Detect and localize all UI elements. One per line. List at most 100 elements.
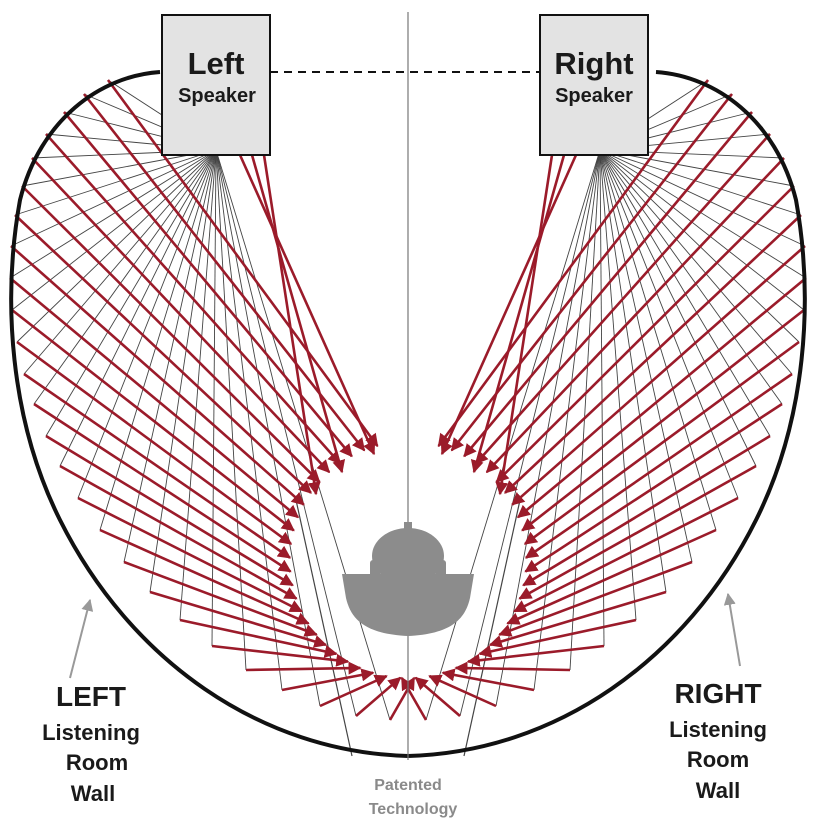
inner-line-left xyxy=(295,499,353,757)
incident-line-right xyxy=(569,149,601,671)
reflected-ray-left xyxy=(14,214,312,494)
left-wall-line4: Wall xyxy=(71,781,115,806)
right-wall-line3: Room xyxy=(687,747,749,772)
reflected-ray-right xyxy=(504,214,802,494)
reflected-ray-right xyxy=(441,668,535,692)
reflected-ray-right xyxy=(522,434,771,587)
reflected-ray-right xyxy=(524,402,783,573)
footer-line2: Technology xyxy=(369,801,458,818)
right-wall-pointer xyxy=(723,592,741,667)
incident-line-left xyxy=(33,149,217,405)
incident-line-right xyxy=(599,149,802,216)
incident-line-right xyxy=(599,149,739,499)
incident-line-right xyxy=(599,149,757,467)
reflected-ray-left xyxy=(45,434,294,587)
incident-line-right xyxy=(599,149,793,375)
reflected-ray-left xyxy=(31,157,331,474)
reflected-ray-left xyxy=(179,618,338,658)
right-speaker-title: Right xyxy=(554,46,633,81)
reflected-ray-left xyxy=(33,402,292,573)
footer-line1: Patented xyxy=(374,777,442,794)
reflected-ray-left xyxy=(9,277,300,519)
direct-ray-left xyxy=(262,154,321,496)
incident-line-left xyxy=(179,149,217,621)
reflected-ray-left xyxy=(82,93,366,452)
reflected-ray-left xyxy=(59,464,298,600)
reflected-ray-right xyxy=(478,618,637,658)
reflected-ray-left xyxy=(99,528,310,625)
reflected-ray-left xyxy=(106,79,379,448)
incident-line-left xyxy=(11,149,217,311)
left-wall-line1: LEFT xyxy=(56,681,126,712)
right-wall-line2: Listening xyxy=(669,717,767,742)
reflected-ray-right xyxy=(474,133,771,465)
direct-ray-right xyxy=(470,154,566,474)
left-wall-label: LEFT Listening Room Wall xyxy=(42,681,140,806)
listener-figure xyxy=(342,522,474,636)
direct-ray-left xyxy=(238,154,376,456)
reflected-ray-right xyxy=(437,79,710,448)
direct-ray-right xyxy=(440,154,578,456)
reflected-ray-right xyxy=(466,644,605,667)
left-speaker: Left Speaker xyxy=(161,14,271,156)
incident-line-left xyxy=(9,149,217,279)
reflected-ray-right xyxy=(524,372,793,559)
reflected-ray-left xyxy=(123,560,318,637)
reflected-ray-right xyxy=(463,111,753,458)
incident-line-left xyxy=(10,149,217,247)
right-wall-line1: RIGHT xyxy=(674,678,761,709)
reflected-ray-left xyxy=(23,372,292,559)
incident-line-right xyxy=(599,149,637,621)
reflected-ray-left xyxy=(281,668,375,692)
incident-line-left xyxy=(14,149,217,216)
incident-line-left xyxy=(211,149,217,647)
reflected-ray-left xyxy=(16,340,293,546)
reflected-ray-left xyxy=(45,133,342,465)
reflected-ray-right xyxy=(495,185,795,483)
incident-line-right xyxy=(599,149,717,531)
reflected-ray-left xyxy=(11,308,295,532)
reflected-ray-right xyxy=(428,674,497,708)
incident-line-left xyxy=(99,149,217,531)
reflected-ray-right xyxy=(521,308,805,532)
reflected-ray-left xyxy=(211,644,350,667)
reflected-ray-left xyxy=(319,674,388,708)
incident-line-right xyxy=(599,149,807,279)
reflected-ray-right xyxy=(511,245,806,506)
reflected-ray-right xyxy=(506,528,717,625)
reflected-ray-right xyxy=(518,464,757,600)
right-wall-line4: Wall xyxy=(696,778,740,803)
reflected-ray-left xyxy=(21,185,321,483)
reflected-ray-right xyxy=(513,496,739,613)
left-speaker-title: Left xyxy=(188,46,245,81)
incident-line-left xyxy=(77,149,217,499)
incident-line-right xyxy=(425,149,601,721)
right-speaker-subtitle: Speaker xyxy=(555,85,633,107)
reflected-ray-left xyxy=(355,676,402,717)
reflected-ray-left xyxy=(149,590,328,648)
inner-line-right xyxy=(463,499,521,757)
right-wall-label: RIGHT Listening Room Wall xyxy=(669,678,767,803)
reflected-ray-right xyxy=(485,157,785,474)
incident-line-left xyxy=(215,149,357,717)
reflected-ray-left xyxy=(77,496,303,613)
left-speaker-subtitle: Speaker xyxy=(178,85,256,107)
reflected-ray-right xyxy=(414,676,461,717)
reflected-rays xyxy=(9,79,807,721)
incident-line-left xyxy=(59,149,217,467)
reflected-ray-right xyxy=(400,676,428,721)
left-wall-line3: Room xyxy=(66,750,128,775)
reflected-ray-right xyxy=(450,93,734,452)
incident-line-left xyxy=(215,149,247,671)
reflected-ray-right xyxy=(498,560,693,637)
reflected-ray-left xyxy=(63,111,353,458)
incident-line-left xyxy=(215,149,391,721)
reflected-ray-left xyxy=(10,245,305,506)
left-wall-pointer xyxy=(69,598,94,679)
incident-line-right xyxy=(599,149,605,647)
reflected-ray-right xyxy=(488,590,667,648)
reflected-ray-left xyxy=(245,661,362,675)
incident-line-right xyxy=(599,149,806,247)
direct-ray-left xyxy=(250,154,346,474)
